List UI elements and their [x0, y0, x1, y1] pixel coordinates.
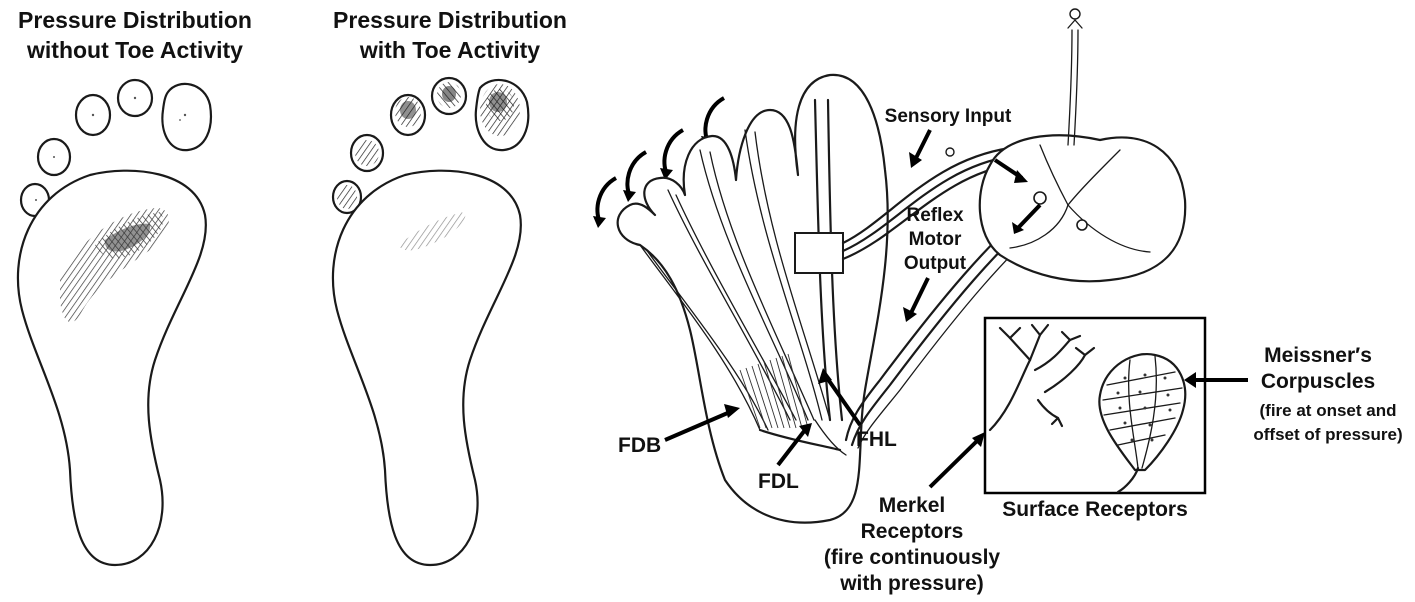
left-foot-diagram: Pressure Distribution without Toe Activi… [18, 7, 252, 565]
label-meissner-note1: (fire at onset and [1260, 401, 1397, 420]
merkel-arrow [930, 440, 978, 487]
label-merkel-line1: Merkel [879, 494, 946, 517]
label-fhl: FHL [856, 428, 897, 451]
label-merkel-note2: with pressure) [839, 572, 984, 595]
left-foot-big-toe [162, 84, 211, 150]
spinal-cord-section [946, 9, 1185, 281]
middle-foot-title-line1: Pressure Distribution [333, 7, 567, 33]
left-foot-title-line1: Pressure Distribution [18, 7, 252, 33]
label-reflex-line3: Output [904, 253, 967, 274]
surface-receptors-panel: Surface Receptors [824, 318, 1403, 595]
label-surface-receptors: Surface Receptors [1002, 498, 1188, 521]
label-merkel-note1: (fire continuously [824, 546, 1000, 569]
label-meissner-line2: Corpuscles [1261, 370, 1375, 393]
label-sensory-input: Sensory Input [885, 106, 1012, 127]
label-meissner-note2: offset of pressure) [1253, 425, 1402, 444]
receptor-region-box [795, 233, 843, 273]
middle-foot-title-line2: with Toe Activity [359, 37, 540, 63]
label-fdl: FDL [758, 470, 799, 493]
label-reflex-line2: Motor [909, 229, 962, 250]
left-foot-title-line2: without Toe Activity [26, 37, 243, 63]
sensory-input-arrow [915, 130, 930, 160]
label-meissner-line1: Meissner′s [1264, 344, 1372, 367]
label-reflex-line1: Reflex [906, 205, 963, 226]
middle-foot-diagram: Pressure Distribution with Toe Activity [333, 7, 567, 565]
reflex-output-arrow [910, 278, 928, 315]
label-fdb: FDB [618, 434, 661, 457]
label-merkel-line2: Receptors [861, 520, 964, 543]
